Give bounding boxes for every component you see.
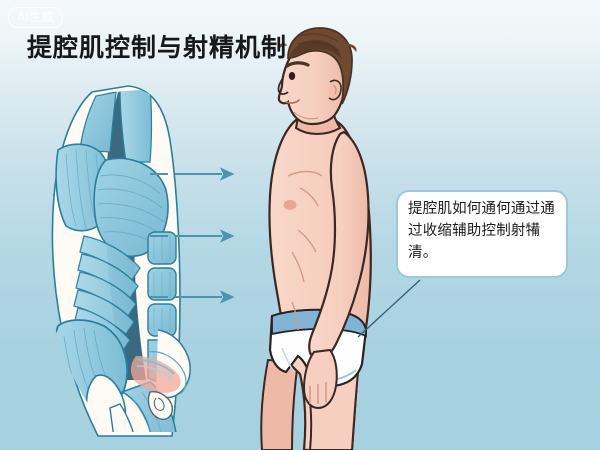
callout-text: 提腔肌如何通何通过通过收缩辅助控制射犕清。 <box>408 201 555 261</box>
anatomy-muscle-group <box>50 90 179 432</box>
ai-generated-badge: AI生成 <box>8 7 64 28</box>
figure-near-arm <box>302 130 370 410</box>
figure-anatomy-lines <box>287 170 323 331</box>
page-title: 提腔肌控制与射精机制 <box>27 34 288 62</box>
callout-box <box>396 190 568 278</box>
figure-nipple <box>283 200 297 210</box>
figure-head <box>277 27 357 126</box>
pelvic-floor-detail <box>130 329 191 420</box>
